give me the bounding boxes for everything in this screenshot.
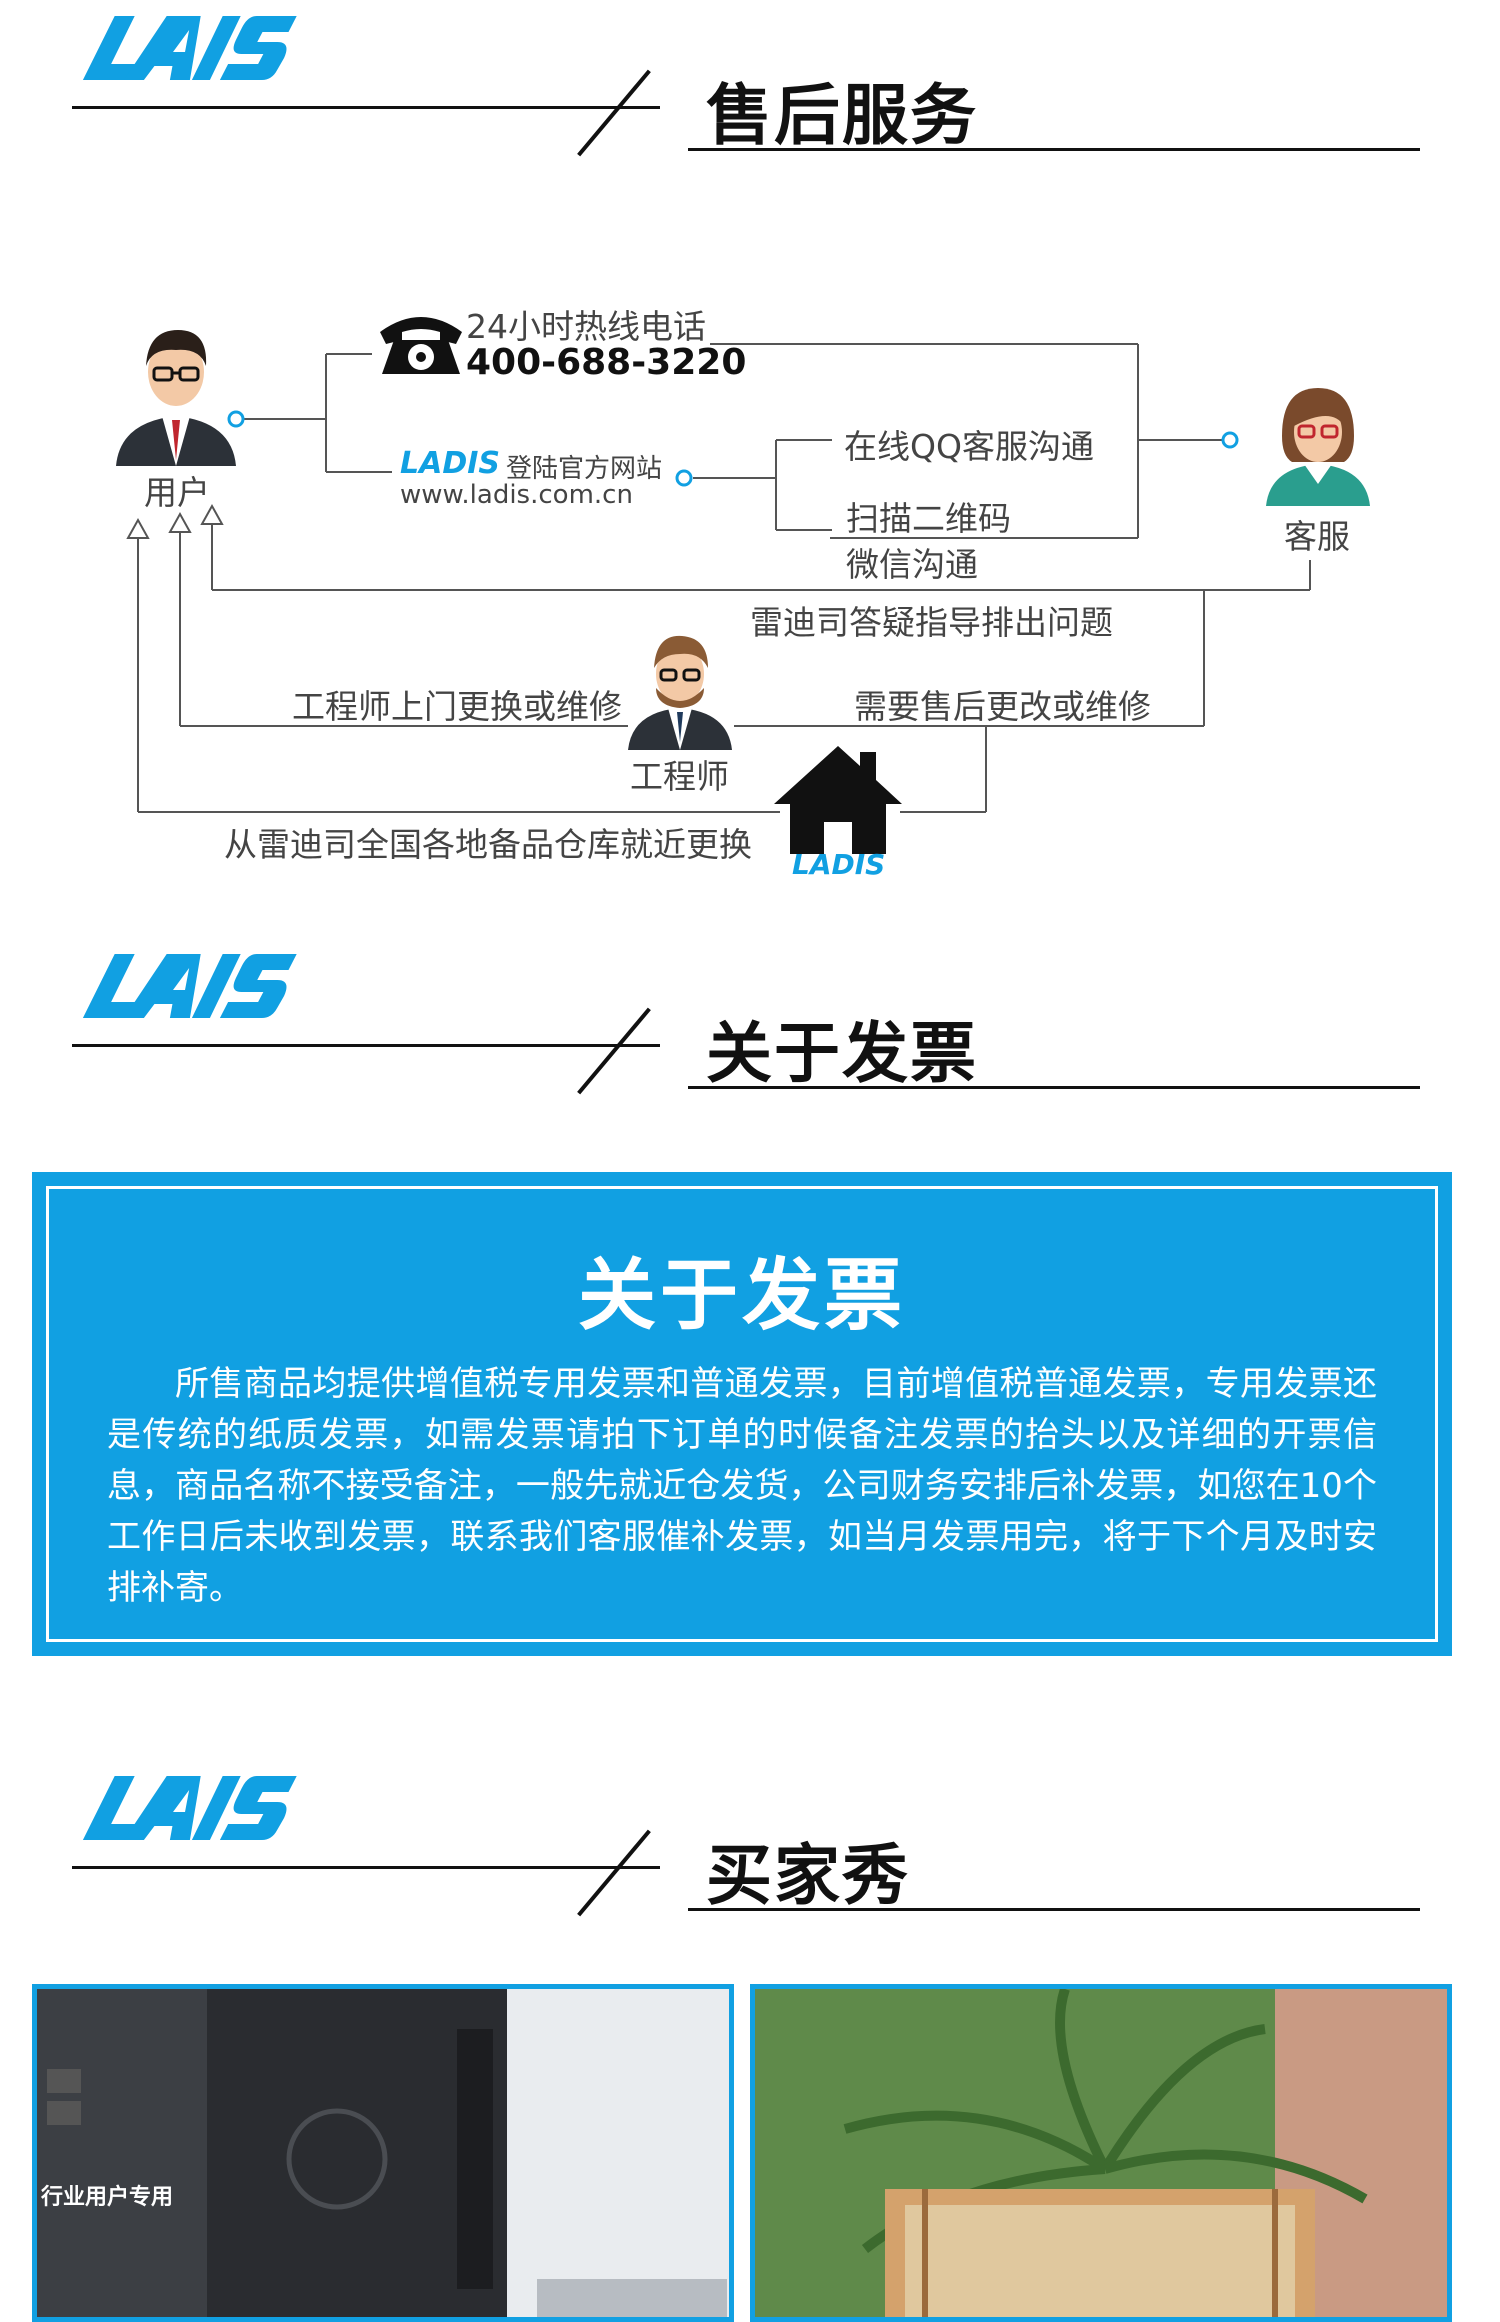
- section-title: 买家秀: [706, 1837, 910, 1914]
- section-header-buyer-show: 买家秀: [0, 1760, 1500, 1917]
- computer-photo-image: [37, 1989, 729, 2317]
- invoice-body-text: 所售商品均提供增值税专用发票和普通发票，目前增值税普通发票，专用发票还是传统的纸…: [107, 1364, 1377, 1608]
- service-avatar: [1264, 386, 1372, 510]
- flow-connector-lines: [126, 343, 1311, 813]
- section-title: 售后服务: [706, 77, 978, 154]
- website-label: 登陆官方网站: [506, 454, 663, 484]
- warehouse-logo: LADIS: [792, 848, 886, 881]
- header-slash: [577, 1829, 651, 1917]
- qq-label: 在线QQ客服沟通: [844, 427, 1094, 466]
- engineer-avatar: [626, 632, 734, 754]
- header-rule-left: [72, 106, 660, 109]
- after-sales-flow-diagram: 用户 24小时热线电话 400-688-3220 LADIS 登陆官方网站 ww…: [0, 280, 1500, 900]
- header-rule-right: [688, 148, 1420, 151]
- wechat-label: 微信沟通: [846, 545, 978, 584]
- invoice-info-panel: 关于发票 所售商品均提供增值税专用发票和普通发票，目前增值税普通发票，专用发票还…: [32, 1172, 1452, 1656]
- header-rule-right: [688, 1908, 1420, 1911]
- computer-photo-caption: 行业用户专用: [41, 2185, 174, 2210]
- engineer-label: 工程师: [630, 757, 729, 796]
- invoice-heading: 关于发票: [577, 1251, 906, 1341]
- website-url[interactable]: www.ladis.com.cn: [400, 480, 633, 510]
- website-logo: LADIS: [400, 446, 501, 481]
- invoice-panel-border: 关于发票 所售商品均提供增值税专用发票和普通发票，目前增值税普通发票，专用发票还…: [46, 1186, 1438, 1642]
- person-icon: [1266, 388, 1370, 506]
- buyer-photo-outdoor: [750, 1984, 1452, 2322]
- section-title: 关于发票: [706, 1015, 978, 1092]
- section-header-after-sales: 售后服务: [0, 0, 1500, 157]
- header-rule-right: [688, 1086, 1420, 1089]
- person-icon: [116, 330, 236, 466]
- need-service-label: 需要售后更改或维修: [854, 687, 1151, 726]
- person-icon: [628, 635, 732, 750]
- ladis-logo: [78, 1772, 310, 1844]
- header-slash: [577, 1007, 651, 1095]
- ladis-logo: [78, 12, 310, 84]
- hotline-label: 24小时热线电话: [466, 307, 706, 346]
- hotline-number[interactable]: 400-688-3220: [466, 342, 747, 383]
- outdoor-photo-image: [755, 1989, 1447, 2317]
- qr-label: 扫描二维码: [846, 499, 1011, 538]
- header-rule-left: [72, 1044, 660, 1047]
- service-label: 客服: [1284, 517, 1350, 556]
- warehouse-label: 从雷迪司全国各地备品仓库就近更换: [224, 825, 752, 864]
- user-label: 用户: [144, 473, 210, 512]
- header-rule-left: [72, 1866, 660, 1869]
- user-avatar: [112, 326, 240, 470]
- section-header-invoice: 关于发票: [0, 938, 1500, 1095]
- buyer-photo-computer: 行业用户专用: [32, 1984, 734, 2322]
- troubleshoot-label: 雷迪司答疑指导排出问题: [750, 603, 1113, 642]
- phone-icon: [378, 310, 464, 380]
- ladis-logo: [78, 950, 310, 1022]
- header-slash: [577, 69, 651, 157]
- onsite-label: 工程师上门更换或维修: [292, 687, 622, 726]
- house-icon: [772, 742, 904, 858]
